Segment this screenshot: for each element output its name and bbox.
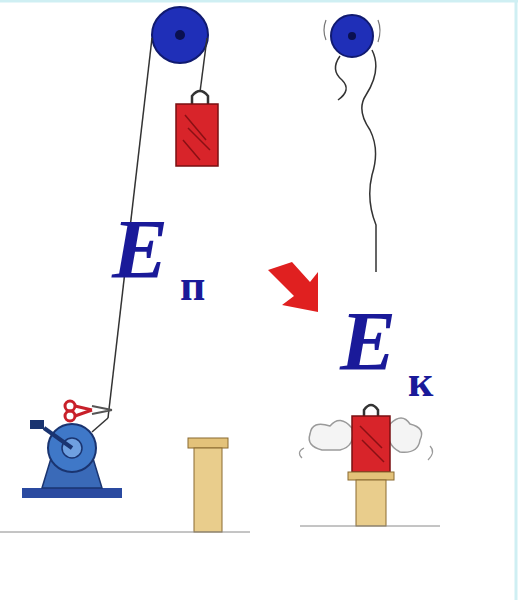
energy-subscript: к <box>408 360 433 404</box>
energy-symbol: Е <box>112 208 168 292</box>
energy-subscript: п <box>180 264 205 308</box>
energy-symbol: Е <box>340 300 396 384</box>
